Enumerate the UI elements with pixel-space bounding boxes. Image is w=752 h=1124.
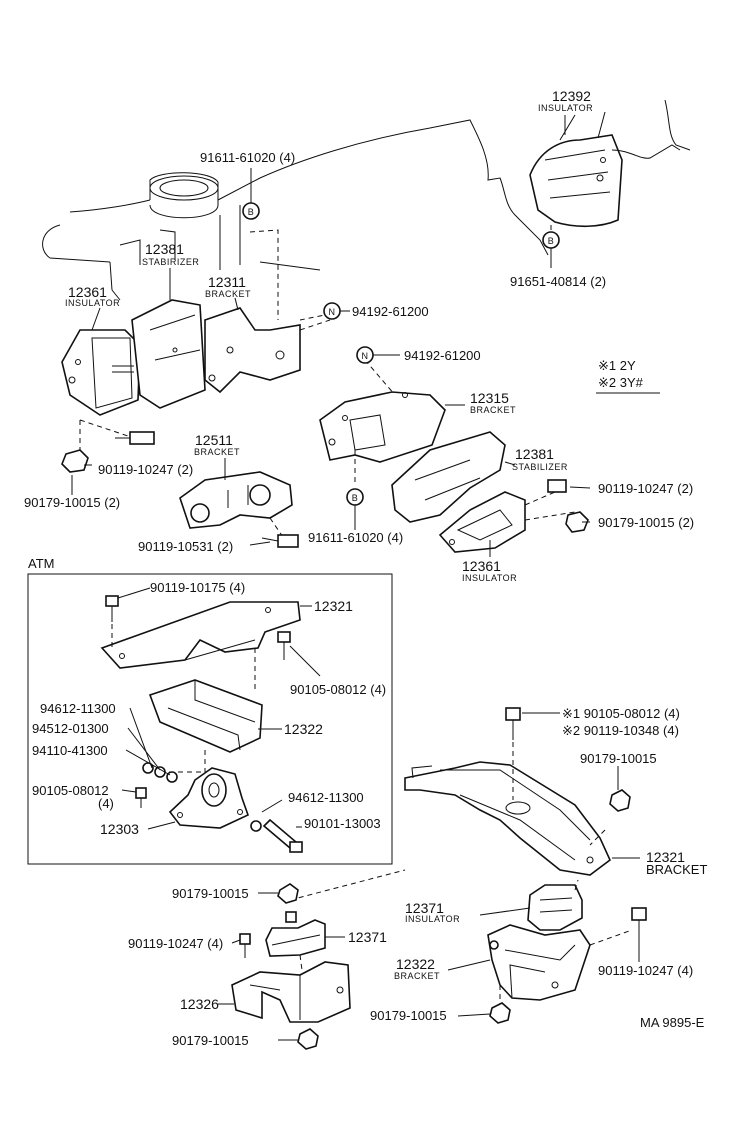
label-90179-10015-left: 90179-10015 (2): [24, 495, 120, 510]
label-12371-l: 12371: [348, 929, 387, 945]
label-90179-10015-r: 90179-10015: [580, 751, 657, 766]
label-12361-left-sub: INSULATOR: [65, 298, 120, 308]
label-91651-40814: 91651-40814 (2): [510, 274, 606, 289]
label-12361-right: 12361: [462, 558, 501, 574]
label-12322-r-sub: BRACKET: [394, 971, 440, 981]
label-12392: 12392: [552, 88, 591, 104]
label-90119-10175: 90119-10175 (4): [150, 580, 245, 595]
marker-n-2: N: [356, 346, 374, 364]
label-12381-right: 12381: [515, 446, 554, 462]
label-12321-r: 12321: [646, 849, 685, 865]
label-atm: ATM: [28, 556, 54, 571]
leader-lines: [71, 115, 640, 1041]
label-91611-61020-top: 91611-61020 (4): [200, 150, 295, 165]
label-90119-10247-left: 90119-10247 (2): [98, 462, 193, 477]
label-12371-r: 12371: [405, 900, 444, 916]
label-ref: MA 9895-E: [640, 1015, 705, 1030]
svg-text:B: B: [548, 236, 555, 246]
atm-box: [27, 573, 393, 865]
crossmember-12321-drawing: [404, 707, 631, 876]
label-12322-atm: 12322: [284, 721, 323, 737]
label-12361-right-sub: INSULATOR: [462, 573, 517, 583]
label-90179-10015-a: 90179-10015: [172, 886, 249, 901]
label-12321-atm: 12321: [314, 598, 353, 614]
label-94512-01300: 94512-01300: [32, 721, 109, 736]
label-12381-left-sub: STABIRIZER: [142, 257, 199, 267]
legend-2: ※2 3Y#: [598, 375, 644, 390]
label-90179-10015-b: 90179-10015: [370, 1008, 447, 1023]
atm-parts-drawing: [100, 595, 303, 853]
svg-text:B: B: [352, 493, 359, 503]
label-94110-41300: 94110-41300: [32, 743, 108, 758]
label-12511-sub: BRACKET: [194, 447, 240, 457]
right-mount-drawing: [319, 359, 589, 553]
label-90105-08012-b: 90105-08012: [32, 783, 109, 798]
insulator-12392-drawing: [529, 99, 691, 228]
insulator-12371-right-drawing: [487, 879, 647, 1024]
label-12381-left: 12381: [145, 241, 184, 257]
marker-b-3: B: [346, 488, 364, 506]
label-90119-10247-right: 90119-10247 (2): [598, 481, 693, 496]
svg-text:B: B: [248, 207, 255, 217]
label-90119-10247-b: 90119-10247 (4): [128, 936, 223, 951]
label-12511: 12511: [195, 432, 233, 448]
label-94612-11300-b: 94612-11300: [288, 790, 364, 805]
label-90179-10015-c: 90179-10015: [172, 1033, 249, 1048]
label-90105-08012-atm: 90105-08012 (4): [290, 682, 386, 697]
label-12315: 12315: [470, 390, 509, 406]
label-12303: 12303: [100, 821, 139, 837]
marker-b-2: B: [542, 231, 560, 249]
label-12361-left: 12361: [68, 284, 107, 300]
legend-1: ※1 2Y: [598, 358, 636, 373]
label-12322-r: 12322: [396, 956, 435, 972]
svg-text:N: N: [329, 307, 336, 317]
marker-n-1: N: [323, 302, 341, 320]
label-90101-13003: 90101-13003: [304, 816, 381, 831]
label-90179-10015-right: 90179-10015 (2): [598, 515, 694, 530]
label-94192-61200-right: 94192-61200: [404, 348, 481, 363]
label-12371-r-sub: INSULATOR: [405, 914, 460, 924]
label-12381-right-sub: STABILIZER: [512, 462, 568, 472]
marker-b-1: B: [242, 202, 260, 220]
label-12311-sub: BRACKET: [205, 289, 251, 299]
label-90119-10247-c: 90119-10247 (4): [598, 963, 693, 978]
label-94192-61200-left: 94192-61200: [352, 304, 429, 319]
svg-text:N: N: [362, 351, 369, 361]
label-90105-08012-r: ※1 90105-08012 (4): [562, 706, 680, 721]
label-12326: 12326: [180, 996, 219, 1012]
label-94612-11300-a: 94612-11300: [40, 701, 116, 716]
engine-outline: [42, 119, 549, 301]
label-90105-08012-b-qty: (4): [98, 796, 114, 811]
label-12321-r-sub: BRACKET: [646, 862, 707, 877]
label-12392-sub: INSULATOR: [538, 103, 593, 113]
label-90119-10531: 90119-10531 (2): [138, 539, 233, 554]
bracket-12511-drawing: [179, 471, 299, 548]
label-12311: 12311: [208, 274, 246, 290]
label-91611-61020-mid: 91611-61020 (4): [308, 530, 403, 545]
insulator-12371-left-drawing: [231, 869, 406, 1050]
label-12315-sub: BRACKET: [470, 405, 516, 415]
label-90119-10348: ※2 90119-10348 (4): [562, 723, 679, 738]
left-mount-drawing: [61, 229, 331, 473]
